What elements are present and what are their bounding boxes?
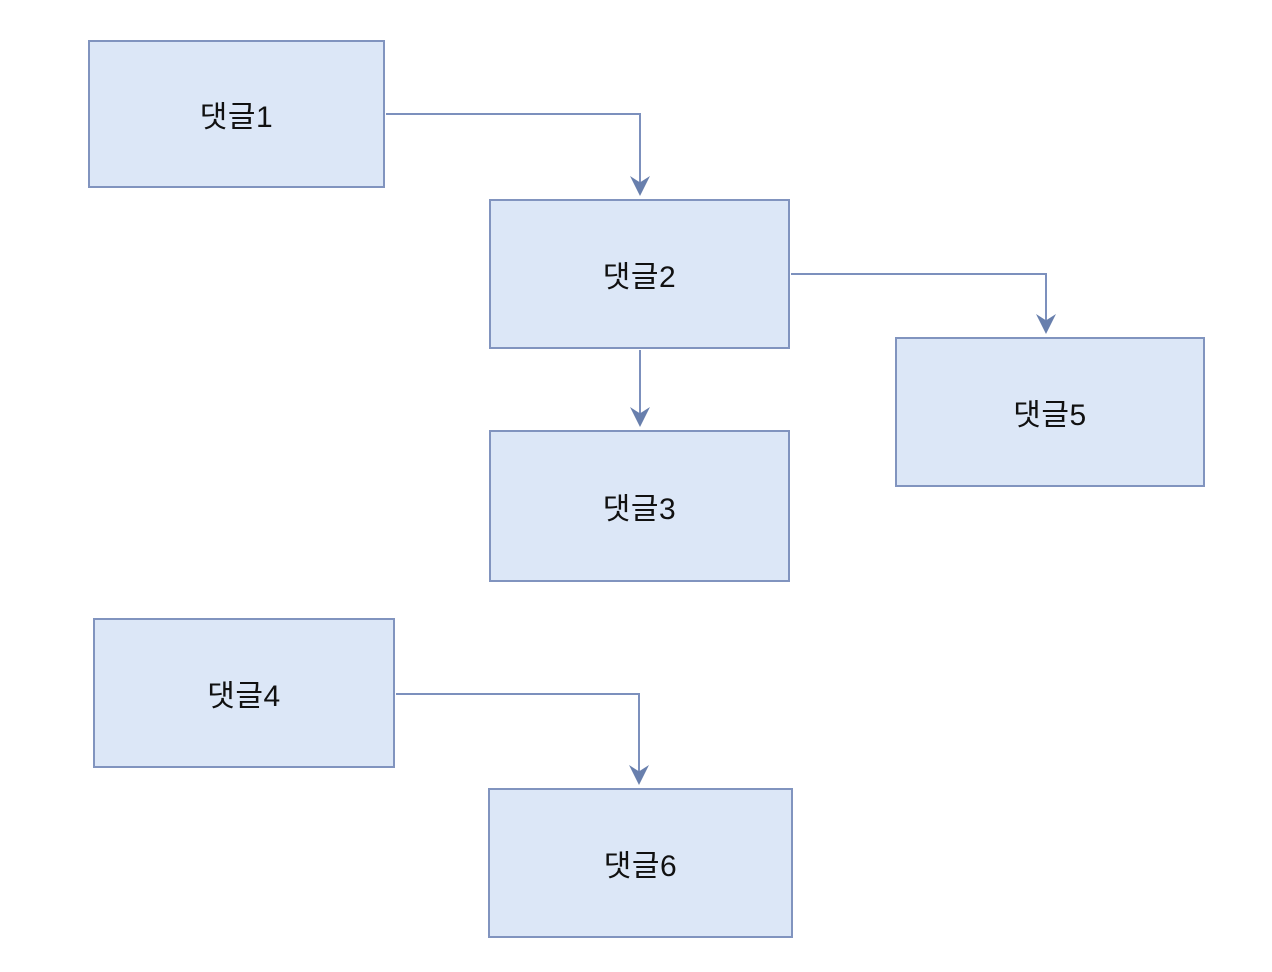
edge-comment2-to-comment5: [791, 273, 1056, 334]
node-comment-5-label: 댓글5: [1013, 399, 1087, 432]
edge-comment1-to-comment2: [386, 113, 650, 196]
node-comment-1-label: 댓글1: [199, 101, 274, 134]
node-comment-5: 댓글5: [895, 337, 1205, 487]
node-comment-2-label: 댓글2: [602, 261, 677, 294]
node-comment-6: 댓글6: [488, 788, 793, 938]
node-comment-4-label: 댓글4: [207, 680, 281, 713]
node-comment-4: 댓글4: [93, 618, 395, 768]
node-comment-6-label: 댓글6: [603, 850, 678, 883]
node-comment-1: 댓글1: [88, 40, 385, 188]
node-comment-2: 댓글2: [489, 199, 790, 349]
node-comment-3-label: 댓글3: [602, 493, 677, 526]
edge-comment4-to-comment6: [396, 693, 649, 785]
node-comment-3: 댓글3: [489, 430, 790, 582]
